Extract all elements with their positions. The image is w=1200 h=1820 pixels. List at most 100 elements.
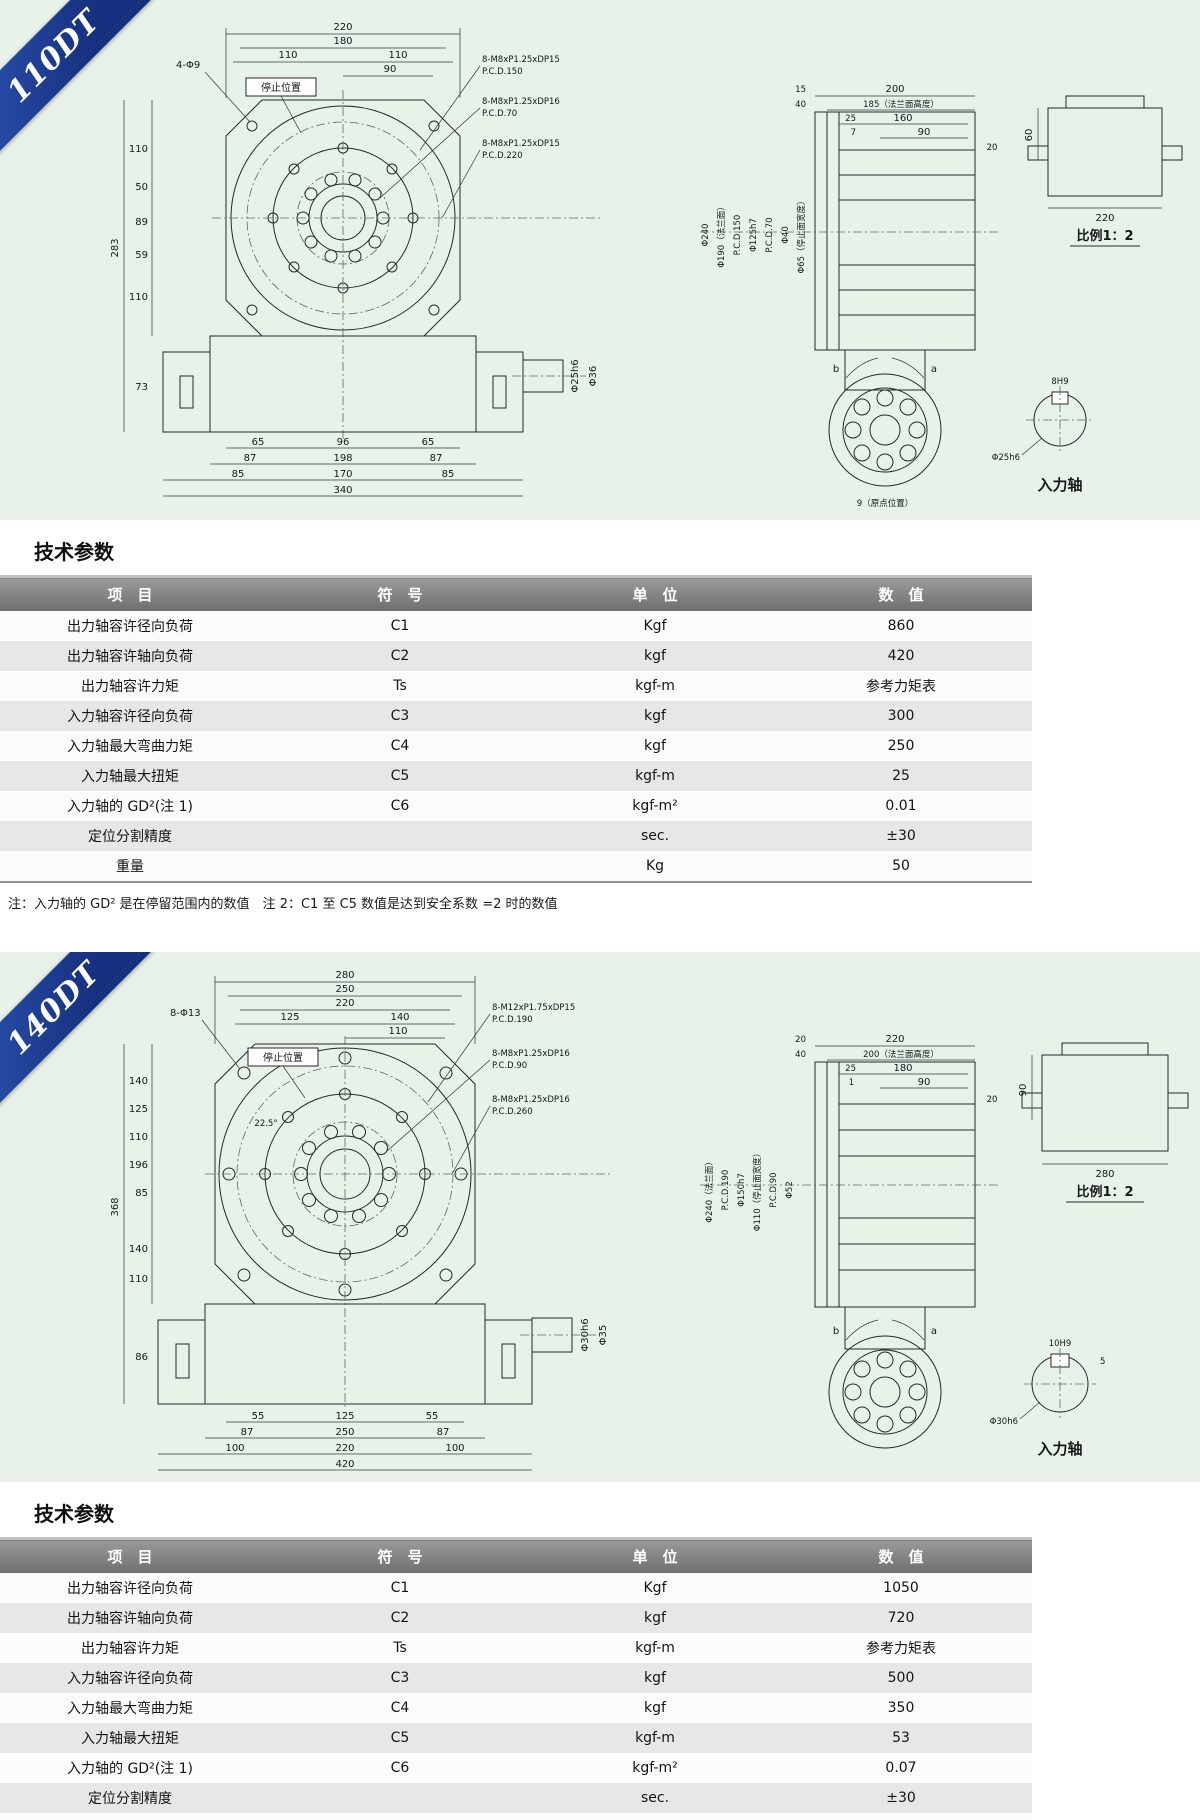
dim-label: 368 [110,1197,121,1216]
dim-label: 280 [335,970,354,981]
roller-holes [844,1351,926,1433]
dim-label: 96 [337,437,350,448]
rotation-dir-a: a [931,364,937,375]
param-name: 定位分割精度 [0,1783,260,1813]
table-row: 出力轴容许径向负荷 C1 Kgf 1050 [0,1573,1032,1603]
dim-label: 125 [335,1411,354,1422]
param-symbol: Ts [260,671,540,701]
dim-label: 100 [445,1443,464,1454]
origin-note: 9（原点位置） [857,498,913,509]
param-symbol: C6 [260,791,540,821]
param-name: 出力轴容许轴向负荷 [0,1603,260,1633]
param-unit: kgf-m [540,671,770,701]
dim-label: 7 [851,128,856,138]
param-value: 25 [770,761,1032,791]
front-left-dimensions: 110 50 89 59 283 110 73 [110,100,153,432]
dim-label: 50 [135,182,148,193]
dim-label: 140 [129,1244,148,1255]
param-value: ±30 [770,821,1032,851]
dim-label: 90 [384,64,397,75]
table-row: 入力轴容许径向负荷 C3 kgf 500 [0,1663,1032,1693]
param-value: 0.01 [770,791,1032,821]
input-shaft-title: 入力轴 [1037,476,1082,494]
header-value: 数 值 [770,575,1032,611]
header-unit: 单 位 [540,1537,770,1573]
thread-spec: 8-M8xP1.25xDP15 [482,55,560,65]
bore-label: Φ40 [781,226,791,244]
shaft-dia-label: Φ30h6 [990,1417,1018,1427]
param-symbol: Ts [260,1633,540,1663]
front-bottom-dimensions: 55 125 55 87 250 87 100 220 100 420 [158,1411,532,1471]
table-row: 入力轴容许径向负荷 C3 kgf 300 [0,701,1032,731]
dim-label: 110 [129,1274,148,1285]
dim-label: 160 [893,113,912,124]
table-row: 入力轴最大弯曲力矩 C4 kgf 250 [0,731,1032,761]
param-value: 500 [770,1663,1032,1693]
front-view [162,90,600,440]
thread-spec-leaders: 8-M12xP1.75xDP15 P.C.D.190 8-M8xP1.25xDP… [385,1003,575,1175]
dim-label: 280 [1095,1169,1114,1180]
param-value: 53 [770,1723,1032,1753]
dim-label: 59 [135,250,148,261]
dim-label: 4-Φ9 [176,60,200,71]
param-value: 0.07 [770,1753,1032,1783]
dim-label: 87 [241,1427,254,1438]
dim-label: 110 [388,50,407,61]
corner-hole-note: 8-Φ13 [170,1008,241,1070]
dim-label: 110 [129,144,148,155]
side-view: Φ240（法兰面） P.C.D.190 Φ150h7 Φ110（停止面宽度） P… [700,1034,1000,1449]
params-table-body: 出力轴容许径向负荷 C1 Kgf 1050 出力轴容许轴向负荷 C2 kgf 7… [0,1573,1032,1820]
param-symbol: C3 [260,1663,540,1693]
dim-label: 140 [129,1076,148,1087]
dim-label: 185（法兰面高度） [863,99,939,110]
param-value: ±30 [770,1783,1032,1813]
dim-label: 65 [422,437,435,448]
table-row: 定位分割精度 sec. ±30 [0,1783,1032,1813]
param-value: 250 [770,731,1032,761]
params-table-140dt: 项 目 符 号 单 位 数 值 出力轴容许径向负荷 C1 Kgf 1050 [0,1537,1032,1820]
params-title-140dt: 技术参数 [34,1502,114,1526]
param-value: 参考力矩表 [770,671,1032,701]
param-unit: kgf [540,641,770,671]
bore-label: Φ110（停止面宽度） [752,1149,763,1231]
scale-label: 比例1：2 [1076,1184,1133,1200]
dim-label: 200（法兰面高度） [863,1049,939,1060]
dim-label: 65 [252,437,265,448]
input-shaft-title: 入力轴 [1037,1440,1082,1458]
dim-label: 90 [918,127,931,138]
pcd-spec: P.C.D.70 [482,109,517,119]
corner-hole-note: 4-Φ9 [176,60,251,123]
bore-label: Φ190（法兰面） [716,202,727,267]
front-view [157,1036,612,1410]
shaft-dia-label: Φ25h6 [570,359,581,392]
param-value: 85 [770,1813,1032,1820]
param-unit: kgf-m [540,1633,770,1663]
table-row: 出力轴容许径向负荷 C1 Kgf 860 [0,611,1032,641]
pcd-spec: P.C.D.90 [492,1061,527,1071]
dim-label: 200 [885,84,904,95]
dim-label: 15 [795,85,806,95]
dim-label: 170 [333,469,352,480]
param-name: 入力轴最大弯曲力矩 [0,1693,260,1723]
table-header-row: 项 目 符 号 单 位 数 值 [0,1537,1032,1573]
dim-label: 125 [280,1012,299,1023]
dim-label: 73 [135,382,148,393]
param-name: 入力轴最大扭矩 [0,761,260,791]
bore-label: Φ240 [701,224,711,247]
param-symbol: C1 [260,1573,540,1603]
dim-label: 90 [1018,1084,1029,1097]
footnote-110dt: 注：入力轴的 GD² 是在停留范围内的数值 注 2：C1 至 C5 数值是达到安… [8,897,558,912]
param-symbol: C6 [260,1753,540,1783]
param-value: 350 [770,1693,1032,1723]
dim-label: 180 [333,36,352,47]
header-value: 数 值 [770,1537,1032,1573]
bore-label: Φ240（法兰面） [704,1157,715,1222]
scale-label: 比例1：2 [1076,228,1133,244]
dim-label: 55 [252,1411,265,1422]
engineering-drawing-110dt: 220 180 110 110 90 停止位置 4-Φ9 [110,22,1183,509]
rotation-dir-a: a [931,1326,937,1337]
thread-spec: 8-M8xP1.25xDP16 [482,97,560,107]
param-name: 重量 [0,851,260,883]
bore-label: P.C.D.150 [733,215,743,256]
pcd-spec: P.C.D.150 [482,67,523,77]
